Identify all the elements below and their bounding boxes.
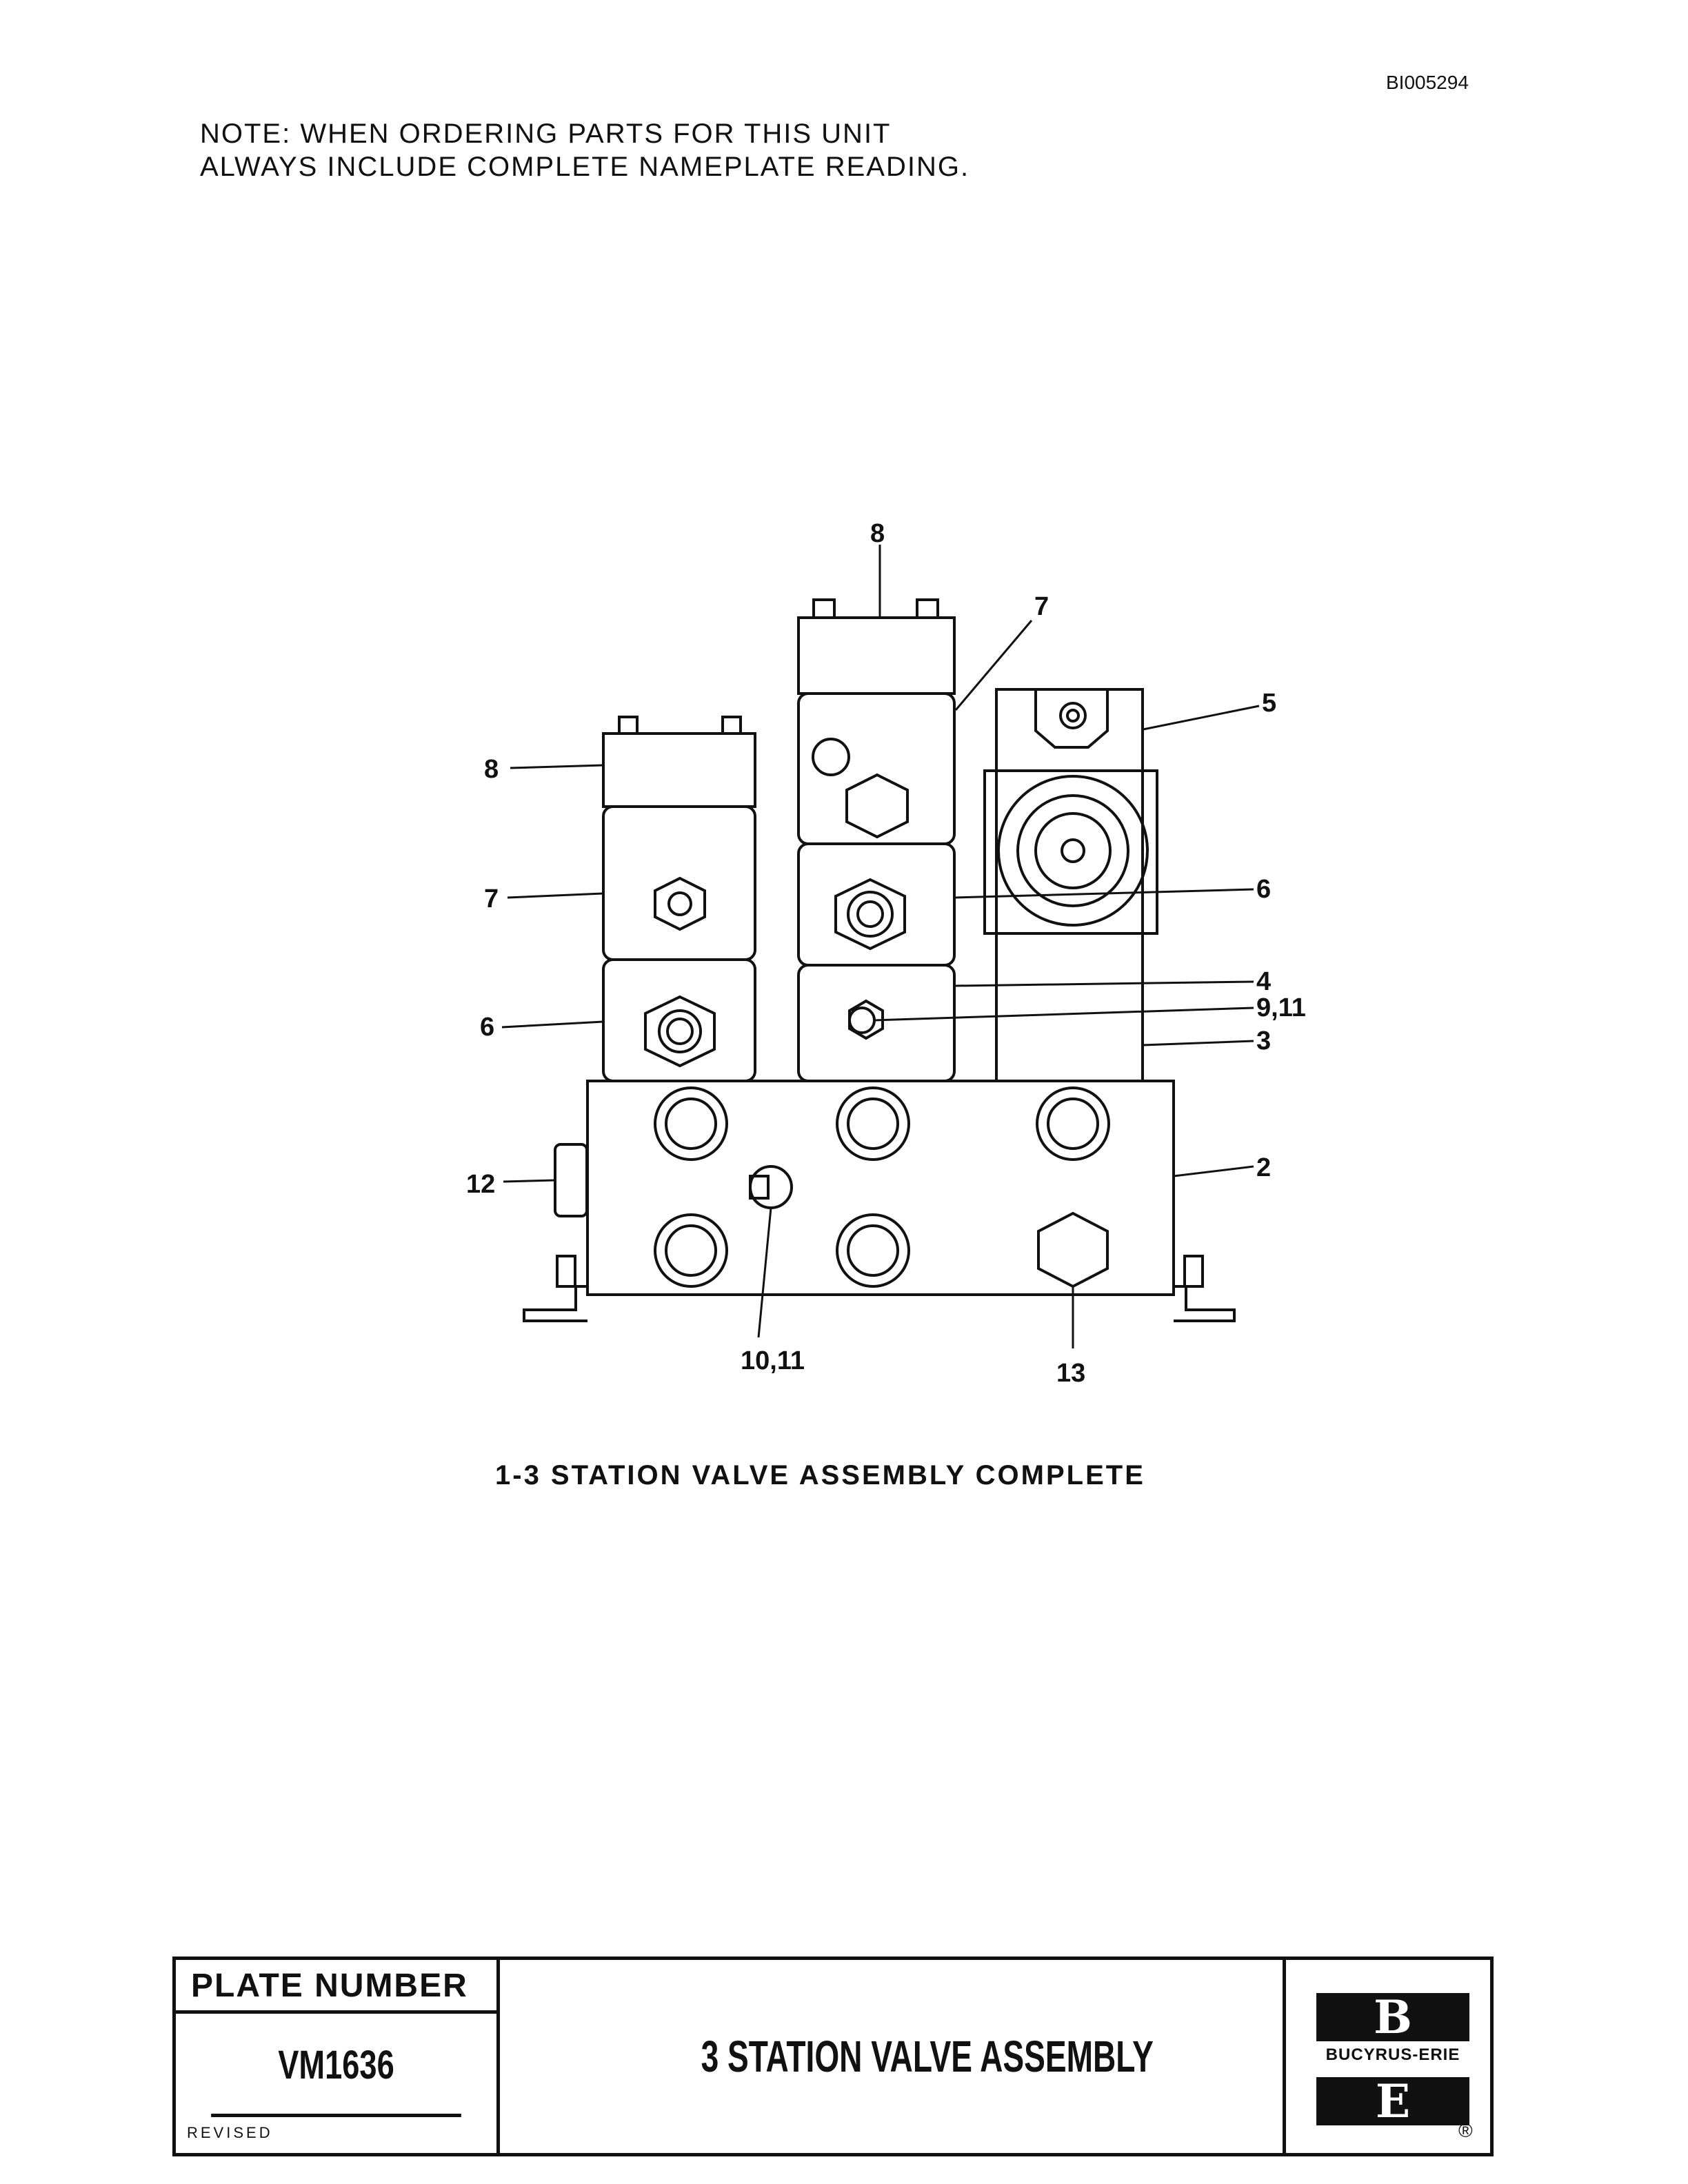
right-valve-face — [983, 769, 1158, 935]
plug-12 — [554, 1143, 588, 1217]
left-valve-upper — [602, 805, 756, 961]
bucyrus-erie-logo: B BUCYRUS-ERIE E ® — [1283, 1960, 1497, 2153]
logo-text: BUCYRUS-ERIE — [1325, 2045, 1460, 2064]
callout-6-left: 6 — [480, 1013, 494, 1042]
callout-2: 2 — [1256, 1153, 1271, 1182]
callout-10-11: 10,11 — [741, 1346, 805, 1375]
callout-13: 13 — [1056, 1359, 1085, 1388]
drawing-title-panel: 3 STATION VALVE ASSEMBLY — [500, 1960, 1355, 2153]
figure-caption: 1-3 STATION VALVE ASSEMBLY COMPLETE — [495, 1460, 1145, 1490]
bolt-left — [556, 1255, 576, 1288]
callout-7-left: 7 — [484, 884, 499, 913]
callout-6-right: 6 — [1256, 875, 1271, 904]
leader-lines — [501, 545, 1260, 1348]
callout-12: 12 — [466, 1170, 495, 1199]
left-valve-lower — [602, 958, 756, 1082]
plug-13 — [1037, 1211, 1109, 1288]
right-valve-dial — [997, 775, 1149, 927]
center-valve-upper — [797, 692, 956, 845]
manifold-body — [586, 1080, 1175, 1296]
bolt-right — [1183, 1255, 1204, 1288]
logo-e-icon: E — [1316, 2077, 1469, 2125]
logo-b-icon: B — [1316, 1993, 1469, 2041]
callout-8-left: 8 — [484, 755, 499, 784]
title-block: PLATE NUMBER VM1636 REVISED 3 STATION VA… — [172, 1957, 1494, 2156]
note-line-1: NOTE: WHEN ORDERING PARTS FOR THIS UNIT — [200, 119, 892, 149]
right-valve-body — [995, 688, 1144, 1082]
callout-8-top: 8 — [870, 519, 885, 548]
left-solenoid-cap — [602, 732, 756, 808]
callout-9-11: 9,11 — [1256, 993, 1306, 1022]
plate-number-panel: PLATE NUMBER VM1636 REVISED — [176, 1960, 500, 2153]
revised-label: REVISED — [187, 2124, 273, 2141]
fitting-10-11 — [749, 1165, 793, 1209]
callout-7-top: 7 — [1034, 592, 1049, 621]
note-line-2: ALWAYS INCLUDE COMPLETE NAMEPLATE READIN… — [200, 152, 970, 182]
mounting-foot-left — [523, 1285, 587, 1322]
mounting-foot-right — [1174, 1285, 1236, 1322]
callout-5: 5 — [1262, 689, 1276, 718]
center-valve-lower — [797, 964, 956, 1082]
center-solenoid-cap — [797, 616, 956, 695]
callout-4: 4 — [1256, 967, 1271, 996]
ordering-note: NOTE: WHEN ORDERING PARTS FOR THIS UNIT … — [200, 117, 969, 183]
document-id: BI005294 — [1386, 72, 1469, 93]
plate-number-value: VM1636 — [211, 2014, 461, 2117]
callout-3: 3 — [1256, 1027, 1271, 1055]
manifold-ports — [654, 1086, 1110, 1288]
drawing-title: 3 STATION VALVE ASSEMBLY — [701, 2032, 1154, 2081]
plate-number-label: PLATE NUMBER — [176, 1960, 496, 2014]
registered-mark: ® — [1458, 2120, 1473, 2141]
